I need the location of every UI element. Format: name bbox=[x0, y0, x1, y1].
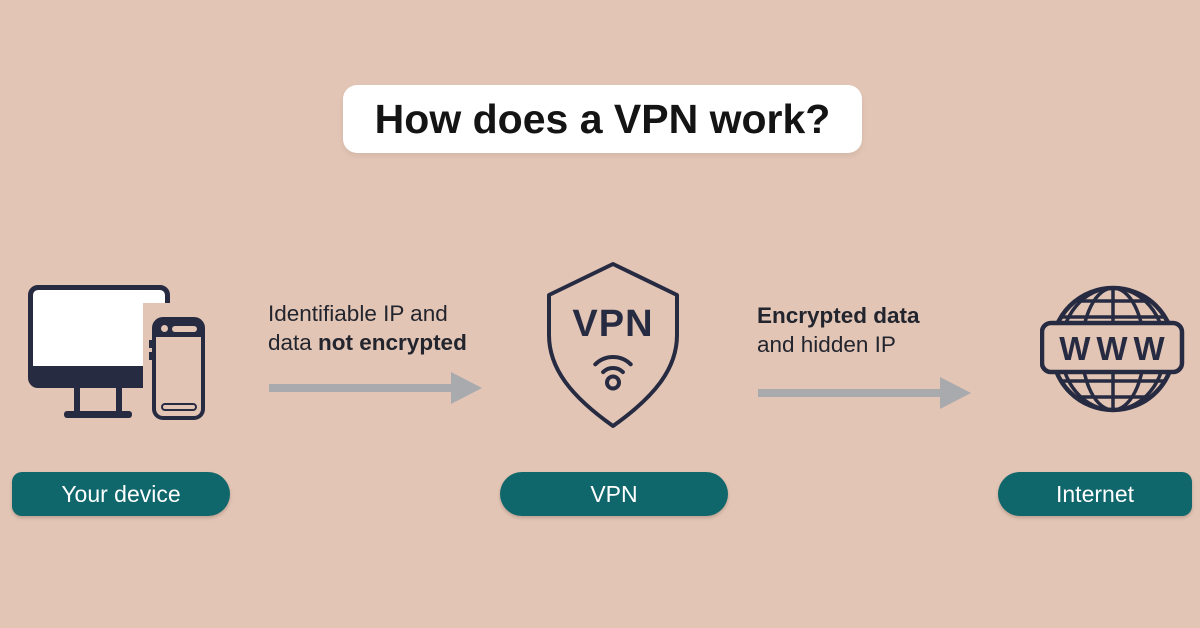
flow-text-vpn-to-internet: Encrypted data and hidden IP bbox=[757, 301, 920, 359]
monitor-bezel bbox=[33, 366, 165, 383]
flow-line: data not encrypted bbox=[268, 328, 467, 357]
flow-line: and hidden IP bbox=[757, 330, 920, 359]
flow-text-segment-bold: Encrypted data bbox=[757, 303, 920, 328]
monitor-stand-leg bbox=[74, 388, 80, 413]
shield-vpn-text: VPN bbox=[572, 303, 653, 345]
page-title: How does a VPN work? bbox=[374, 95, 831, 142]
flow-text-segment: data bbox=[268, 330, 319, 355]
phone-camera-dot bbox=[161, 325, 168, 332]
arrow-right-icon bbox=[269, 372, 482, 404]
flow-text-segment: Identifiable IP and bbox=[268, 301, 448, 326]
flow-text-device-to-vpn: Identifiable IP and data not encrypted bbox=[268, 299, 467, 357]
www-banner bbox=[1040, 320, 1185, 375]
flow-text-segment-bold: not encrypted bbox=[318, 330, 467, 355]
vpn-shield-icon: VPN bbox=[547, 262, 679, 428]
smartphone-icon bbox=[149, 317, 205, 420]
flow-line: Encrypted data bbox=[757, 301, 920, 330]
phone-side-button bbox=[149, 352, 153, 360]
title-card: How does a VPN work? bbox=[343, 85, 862, 153]
monitor-stand-leg bbox=[116, 388, 122, 413]
monitor-stand-base bbox=[64, 411, 132, 418]
label-internet: Internet bbox=[998, 472, 1192, 516]
globe-www-text: WWW bbox=[1059, 330, 1170, 367]
arrow-right-icon bbox=[758, 377, 971, 409]
phone-speaker-slot bbox=[172, 326, 197, 332]
label-your-device: Your device bbox=[12, 472, 230, 516]
label-vpn: VPN bbox=[500, 472, 728, 516]
www-globe-icon: WWW bbox=[1040, 285, 1185, 413]
phone-header-bar bbox=[156, 321, 201, 337]
wifi-icon bbox=[593, 354, 633, 391]
flow-text-segment: and hidden IP bbox=[757, 332, 896, 357]
phone-home-slot bbox=[160, 403, 197, 411]
phone-side-button bbox=[149, 340, 153, 348]
flow-line: Identifiable IP and bbox=[268, 299, 467, 328]
